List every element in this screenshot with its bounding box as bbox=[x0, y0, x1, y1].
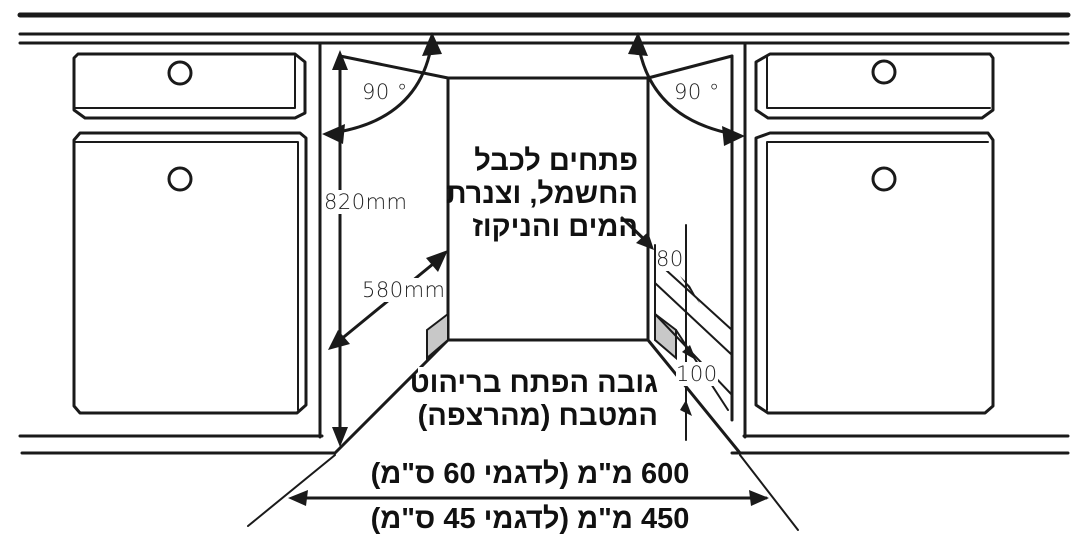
openings-pointer bbox=[620, 216, 654, 250]
knob-icon bbox=[167, 166, 193, 192]
cutout-height-label: 80 bbox=[656, 247, 684, 271]
openings-note-line-1: פתחים לכבל bbox=[474, 145, 638, 177]
plinth-note-line-2: המטבח (מהרצפה) bbox=[417, 400, 658, 432]
knob-icon bbox=[871, 59, 897, 85]
left-side-panel bbox=[426, 311, 449, 361]
angle-arc-right bbox=[628, 32, 745, 146]
left-cabinet bbox=[18, 42, 342, 455]
right-cabinet bbox=[730, 42, 1070, 455]
height-dimension bbox=[332, 50, 348, 447]
width-45-label: 450 מ"מ (לדגמי 45 ס"מ) bbox=[370, 503, 690, 535]
countertop bbox=[17, 12, 1071, 45]
plinth-note-line-1: גובה הפתח בריהוט bbox=[409, 367, 658, 399]
openings-note: פתחים לכבל החשמל, וצנרת המים והניקוז bbox=[445, 145, 638, 244]
angle-right-label: 90 ° bbox=[674, 80, 720, 104]
angle-left-label: 90 ° bbox=[362, 80, 408, 104]
knob-icon bbox=[871, 166, 897, 192]
cutout-dimensions bbox=[680, 224, 700, 441]
openings-note-line-2: החשמל, וצנרת bbox=[445, 178, 638, 210]
height-label: 820mm bbox=[324, 190, 408, 214]
width-dimension bbox=[247, 454, 799, 531]
depth-label: 580mm bbox=[362, 278, 446, 302]
plinth-height-label: 100 bbox=[676, 362, 718, 386]
knob-icon bbox=[167, 60, 193, 86]
width-60-label: 600 מ"מ (לדגמי 60 ס"מ) bbox=[370, 458, 690, 490]
openings-note-line-3: המים והניקוז bbox=[472, 211, 638, 243]
plinth-note: גובה הפתח בריהוט המטבח (מהרצפה) bbox=[409, 367, 658, 433]
